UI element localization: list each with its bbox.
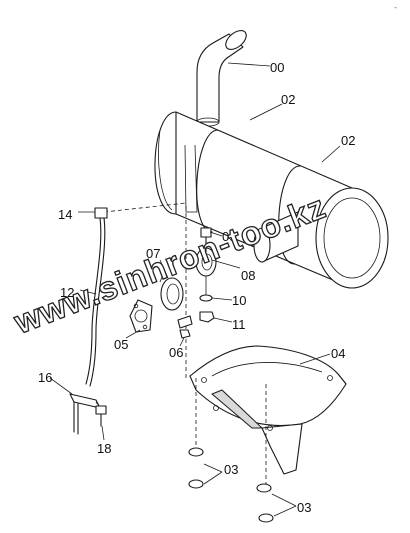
gasket-07 [159,271,184,311]
label-03: 03 [224,462,238,477]
watermark: www.sinhron-too.kz [8,188,331,341]
muffler-body [154,111,389,289]
label-02: 02 [341,133,355,148]
nut-set-03 [188,447,274,523]
tail-pipe [196,30,247,127]
leader-lines [49,62,341,517]
label-11: 11 [232,317,246,332]
label-03: 03 [297,500,311,515]
gasket-05 [129,299,153,333]
label-06: 06 [169,345,183,360]
label-10: 10 [232,293,246,308]
mounting-bracket [189,345,347,475]
label-00: 00 [270,60,284,75]
label-18: 18 [97,441,111,456]
strap [184,144,198,213]
label-07: 07 [146,246,160,261]
label-08: 08 [241,268,255,283]
bolt-18 [95,405,107,427]
washer-10 [199,294,213,302]
nut-06 [177,315,193,339]
label-16: 16 [38,370,52,385]
label-05: 05 [114,337,128,352]
label-04: 04 [331,346,345,361]
drain-tube [85,207,108,387]
part-labels: 00 02 02 03 03 04 05 06 07 08 09 10 11 1… [38,60,355,515]
label-14: 14 [58,207,72,222]
nut-11 [199,311,215,323]
corner-mark: ¬ [394,5,397,11]
label-09: 09 [222,229,236,244]
bracket-16 [69,393,105,435]
label-12: 12 [60,285,74,300]
label-02: 02 [281,92,295,107]
